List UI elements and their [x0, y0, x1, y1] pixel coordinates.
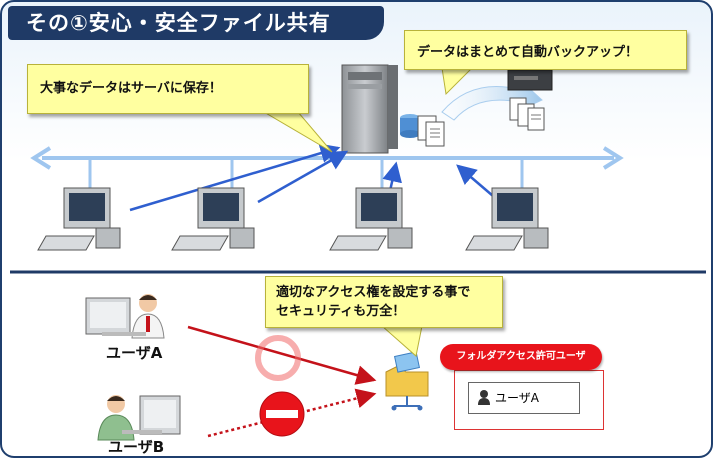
shared-folder-icon	[385, 351, 429, 411]
client-pc-icon	[37, 187, 121, 251]
callout-backup-text: データはまとめて自動バックアップ！	[417, 45, 639, 60]
callout-backup: データはまとめて自動バックアップ！	[404, 30, 687, 70]
client-pc-icon	[171, 187, 255, 251]
client-pc-icon	[465, 187, 549, 251]
permission-user-entry: ユーザA	[468, 382, 580, 414]
permission-header: フォルダアクセス許可ユーザ	[440, 344, 602, 370]
user-b-figure	[97, 395, 181, 441]
callout-save-text: 大事なデータはサーバに保存！	[40, 81, 222, 96]
callout-security-tail	[380, 325, 423, 357]
no-entry-icon	[259, 391, 305, 437]
user-a-label: ユーザA	[106, 344, 163, 362]
callout-security-line2: セキュリティも万全！	[276, 304, 406, 319]
server-icon	[341, 64, 398, 154]
callout-save-tail	[262, 111, 333, 153]
permission-user-name: ユーザA	[495, 391, 539, 405]
allowed-circle-icon	[255, 335, 301, 381]
user-b-label: ユーザB	[108, 438, 165, 456]
document-icon	[417, 115, 445, 147]
slide-title: その①安心・安全ファイル共有	[8, 6, 384, 40]
client-pc-icon	[329, 187, 413, 251]
network-backbone	[30, 146, 624, 192]
user-icon	[478, 390, 490, 405]
callout-security-line1: 適切なアクセス権を設定する事で	[276, 285, 471, 300]
user-a-figure	[85, 294, 165, 339]
callout-save: 大事なデータはサーバに保存！	[27, 64, 309, 114]
callout-security: 適切なアクセス権を設定する事で セキュリティも万全！	[265, 276, 503, 328]
backup-device-icon	[507, 69, 553, 131]
user-a-access-arrow	[187, 325, 377, 385]
callout-backup-tail	[441, 67, 474, 96]
database-icon	[400, 114, 420, 138]
